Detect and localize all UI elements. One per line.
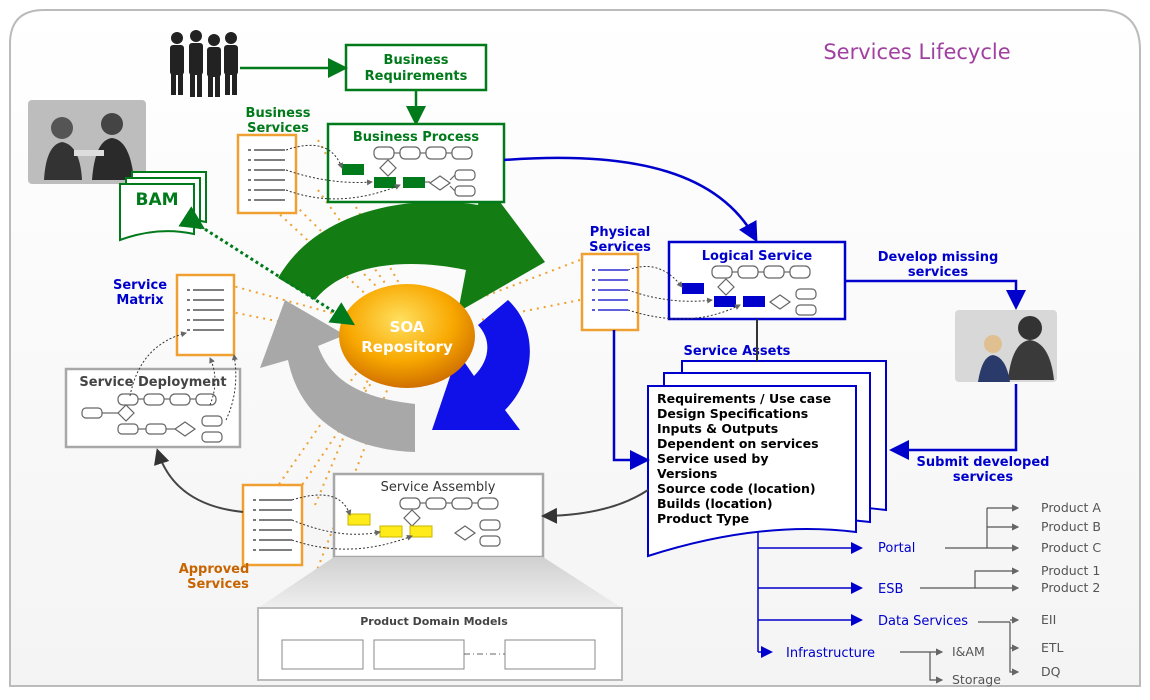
asset-item: Design Specifications <box>657 406 808 421</box>
submit-developed-line1: Submit developed <box>917 455 1050 470</box>
asset-item: Source code (location) <box>657 481 816 496</box>
repository-label-line1: SOA <box>390 318 425 336</box>
asset-item: Service used by <box>657 451 769 466</box>
asset-item: Builds (location) <box>657 496 773 511</box>
tree-leaf: Product C <box>1041 540 1101 555</box>
meeting-photo-icon <box>28 100 146 184</box>
approved-services-document[interactable] <box>241 483 304 567</box>
soa-repository[interactable] <box>339 284 475 388</box>
tree-leaf: Storage <box>952 672 1001 687</box>
business-requirements-line1: Business <box>384 53 449 68</box>
developers-photo-icon <box>955 310 1057 382</box>
logical-service-flow <box>711 265 817 316</box>
logical-service-title: Logical Service <box>702 249 813 264</box>
cycle-arrow-gray <box>260 300 415 452</box>
service-deployment-title: Service Deployment <box>79 375 226 390</box>
product-domain-trapezoid <box>258 557 622 608</box>
service-matrix-document[interactable] <box>175 273 236 357</box>
physical-to-assets-arrow <box>612 330 650 470</box>
service-assembly-flow <box>399 497 501 547</box>
diagram-title: Services Lifecycle <box>823 40 1010 64</box>
approved-to-deployment-arrow <box>154 448 244 513</box>
business-process-title: Business Process <box>353 130 480 145</box>
approved-services-label-line2: Services <box>187 577 249 592</box>
tree-leaf: Product B <box>1041 519 1101 534</box>
tree-leaf: Product 1 <box>1041 563 1100 578</box>
product-domain-models-title: Product Domain Models <box>360 615 508 628</box>
business-services-document[interactable] <box>236 133 298 215</box>
domain-model-box <box>504 639 596 670</box>
assets-to-assembly-arrow <box>541 489 649 524</box>
business-people-icon <box>170 30 238 97</box>
approved-services-label-line1: Approved <box>179 562 250 577</box>
product-tree-leaves: Product A Product B Product C Product 1 … <box>952 500 1101 687</box>
deployment-to-matrix-connectors <box>129 331 238 421</box>
bam-document-stack[interactable]: BAM <box>119 171 207 242</box>
service-assets-document[interactable] <box>647 360 887 558</box>
physical-services-document[interactable] <box>580 252 640 332</box>
cycle-arrow-blue <box>432 300 530 430</box>
bam-label: BAM <box>135 190 178 210</box>
asset-item: Dependent on services <box>657 436 819 451</box>
asset-item: Requirements / Use case <box>657 391 831 406</box>
product-tree-lines <box>757 532 863 658</box>
service-deployment-flow <box>81 393 223 443</box>
tree-leaf: EII <box>1041 612 1056 627</box>
submit-developed-arrow <box>889 384 1018 460</box>
product-tree-categories: Portal ESB Data Services Infrastructure <box>786 541 968 661</box>
service-matrix-label-line2: Matrix <box>116 293 164 308</box>
business-services-label-line1: Business <box>246 106 311 121</box>
domain-model-box <box>373 639 465 670</box>
develop-missing-arrow <box>845 279 1026 310</box>
physical-services-label-line1: Physical <box>590 225 650 240</box>
logical-service-connectors <box>627 266 741 320</box>
asset-item: Inputs & Outputs <box>657 421 778 436</box>
tree-category: Portal <box>878 541 915 556</box>
tree-leaf: ETL <box>1041 640 1064 655</box>
service-assembly-title: Service Assembly <box>381 480 496 495</box>
repository-label-line2: Repository <box>361 338 453 356</box>
service-assembly-connectors <box>291 494 413 550</box>
domain-model-box <box>281 639 364 670</box>
tree-leaf: I&AM <box>952 644 985 659</box>
asset-item: Product Type <box>657 511 749 526</box>
product-tree-sublines <box>900 504 1020 684</box>
physical-services-label-line2: Services <box>589 240 651 255</box>
process-to-logical-arrow <box>503 156 758 243</box>
asset-item: Versions <box>657 466 717 481</box>
tree-leaf: DQ <box>1041 664 1061 679</box>
business-requirements-line2: Requirements <box>365 69 468 84</box>
business-process-flow <box>373 146 476 197</box>
business-process-connectors <box>285 144 401 200</box>
tree-leaf: Product A <box>1041 500 1101 515</box>
tree-leaf: Product 2 <box>1041 580 1100 595</box>
tree-category: Data Services <box>878 614 968 629</box>
service-matrix-label-line1: Service <box>113 278 167 293</box>
tree-category: Infrastructure <box>786 646 875 661</box>
cycle-arrow-green <box>278 178 545 312</box>
service-assets-list: Requirements / Use case Design Specifica… <box>657 391 831 526</box>
develop-missing-line2: services <box>908 265 968 280</box>
develop-missing-line1: Develop missing <box>878 250 999 265</box>
business-services-label-line2: Services <box>247 121 309 136</box>
service-assets-label: Service Assets <box>684 344 791 359</box>
submit-developed-line2: services <box>953 470 1013 485</box>
tree-category: ESB <box>878 582 903 597</box>
